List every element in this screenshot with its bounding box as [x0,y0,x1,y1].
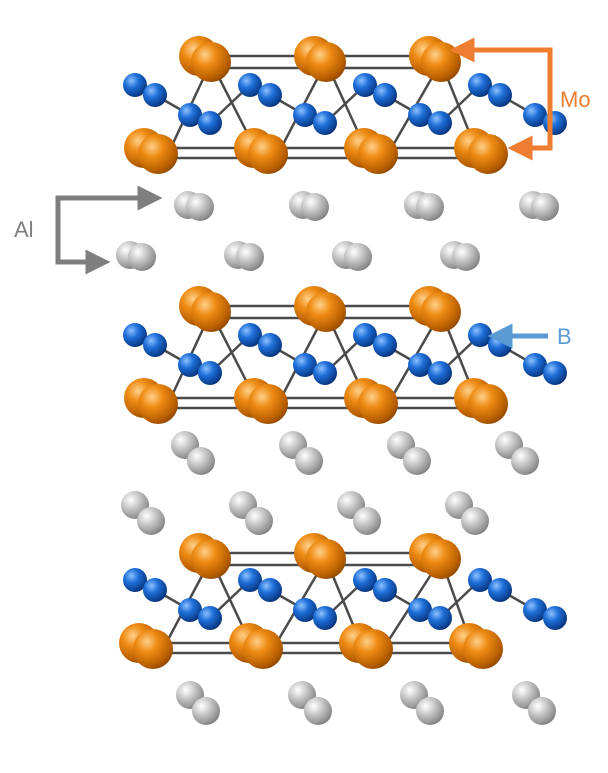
b-atom [293,353,317,377]
mo-atom [243,629,283,669]
b-atom [143,578,167,602]
mo-atom [191,292,231,332]
b-atom [543,606,567,630]
b-atom [238,568,262,592]
mo-atom [421,292,461,332]
mo-atom [133,629,173,669]
b-atom [198,111,222,135]
al-atom [403,447,431,475]
b-label: B [557,324,572,349]
mo-atom [248,134,288,174]
mo-atom [306,42,346,82]
al-atom [416,697,444,725]
b-atom [123,568,147,592]
b-atom [523,598,547,622]
b-atom [238,73,262,97]
al-atom [245,507,273,535]
b-atom [353,323,377,347]
b-atom [408,103,432,127]
al-atom [137,507,165,535]
b-atom [238,323,262,347]
al-atom [186,193,214,221]
b-atom [293,103,317,127]
mo-atom [468,134,508,174]
mo-atom [306,292,346,332]
mo-atom [306,539,346,579]
b-atom [408,353,432,377]
b-atom [313,606,337,630]
atoms [116,36,567,725]
b-atom [258,83,282,107]
b-atom [543,111,567,135]
al-atom [236,243,264,271]
mo-atom [138,384,178,424]
al-atom [461,507,489,535]
b-atom [543,361,567,385]
b-atom [353,568,377,592]
b-atom [198,606,222,630]
b-atom [468,568,492,592]
b-atom [428,361,452,385]
mo-atom [138,134,178,174]
b-atom [373,333,397,357]
al-atom [531,193,559,221]
al-atom [416,193,444,221]
al-atom [192,697,220,725]
mo-atom [358,384,398,424]
al-atom [295,447,323,475]
al-atom [301,193,329,221]
mo-atom [353,629,393,669]
al-atom [128,243,156,271]
b-atom [373,578,397,602]
al-atom [353,507,381,535]
b-atom [258,578,282,602]
al-atom [528,697,556,725]
mo-atom [463,629,503,669]
b-atom [373,83,397,107]
b-atom [178,598,202,622]
al-atom [187,447,215,475]
b-atom [178,353,202,377]
mo-atom [421,42,461,82]
mo-atom [191,42,231,82]
b-atom [408,598,432,622]
b-atom [428,111,452,135]
b-atom [198,361,222,385]
b-atom [143,333,167,357]
b-atom [313,361,337,385]
b-atom [143,83,167,107]
mo-atom [358,134,398,174]
b-atom [428,606,452,630]
b-atom [258,333,282,357]
al-atom [304,697,332,725]
b-atom [468,323,492,347]
b-atom [488,578,512,602]
al-atom [452,243,480,271]
b-atom [123,73,147,97]
annotation-arrows [55,37,553,349]
mo-atom [191,539,231,579]
mo-atom [468,384,508,424]
al-atom [511,447,539,475]
mo-label: Mo [560,87,591,112]
mo-atom [421,539,461,579]
b-atom [353,73,377,97]
b-atom [523,353,547,377]
b-atom [123,323,147,347]
b-atom [313,111,337,135]
b-atom [488,83,512,107]
al-atom [344,243,372,271]
b-atom [523,103,547,127]
b-atom [178,103,202,127]
al-label: Al [14,217,34,242]
b-atom [468,73,492,97]
mo-atom [248,384,288,424]
b-atom [293,598,317,622]
